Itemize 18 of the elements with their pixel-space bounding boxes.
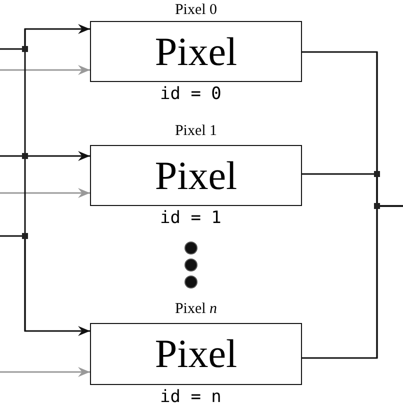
process-box: Pixel [90,145,302,206]
node-title: Pixel n [174,301,218,317]
id-label: id = 1 [160,209,222,227]
connector-line [0,24,90,50]
node-title: Pixel 0 [174,2,218,18]
connector-line [0,367,90,377]
connector-line [0,235,90,336]
process-box: Pixel [90,323,302,385]
id-label: id = n [160,388,222,403]
node-title: Pixel 1 [174,123,218,139]
connector-line [0,188,90,198]
connector-line [302,205,403,359]
process-box: Pixel [90,21,302,82]
connector-line [0,65,90,75]
bus-line [24,29,26,331]
id-label: id = 0 [160,85,222,103]
connector-line [0,151,90,161]
bus-line [376,52,378,358]
